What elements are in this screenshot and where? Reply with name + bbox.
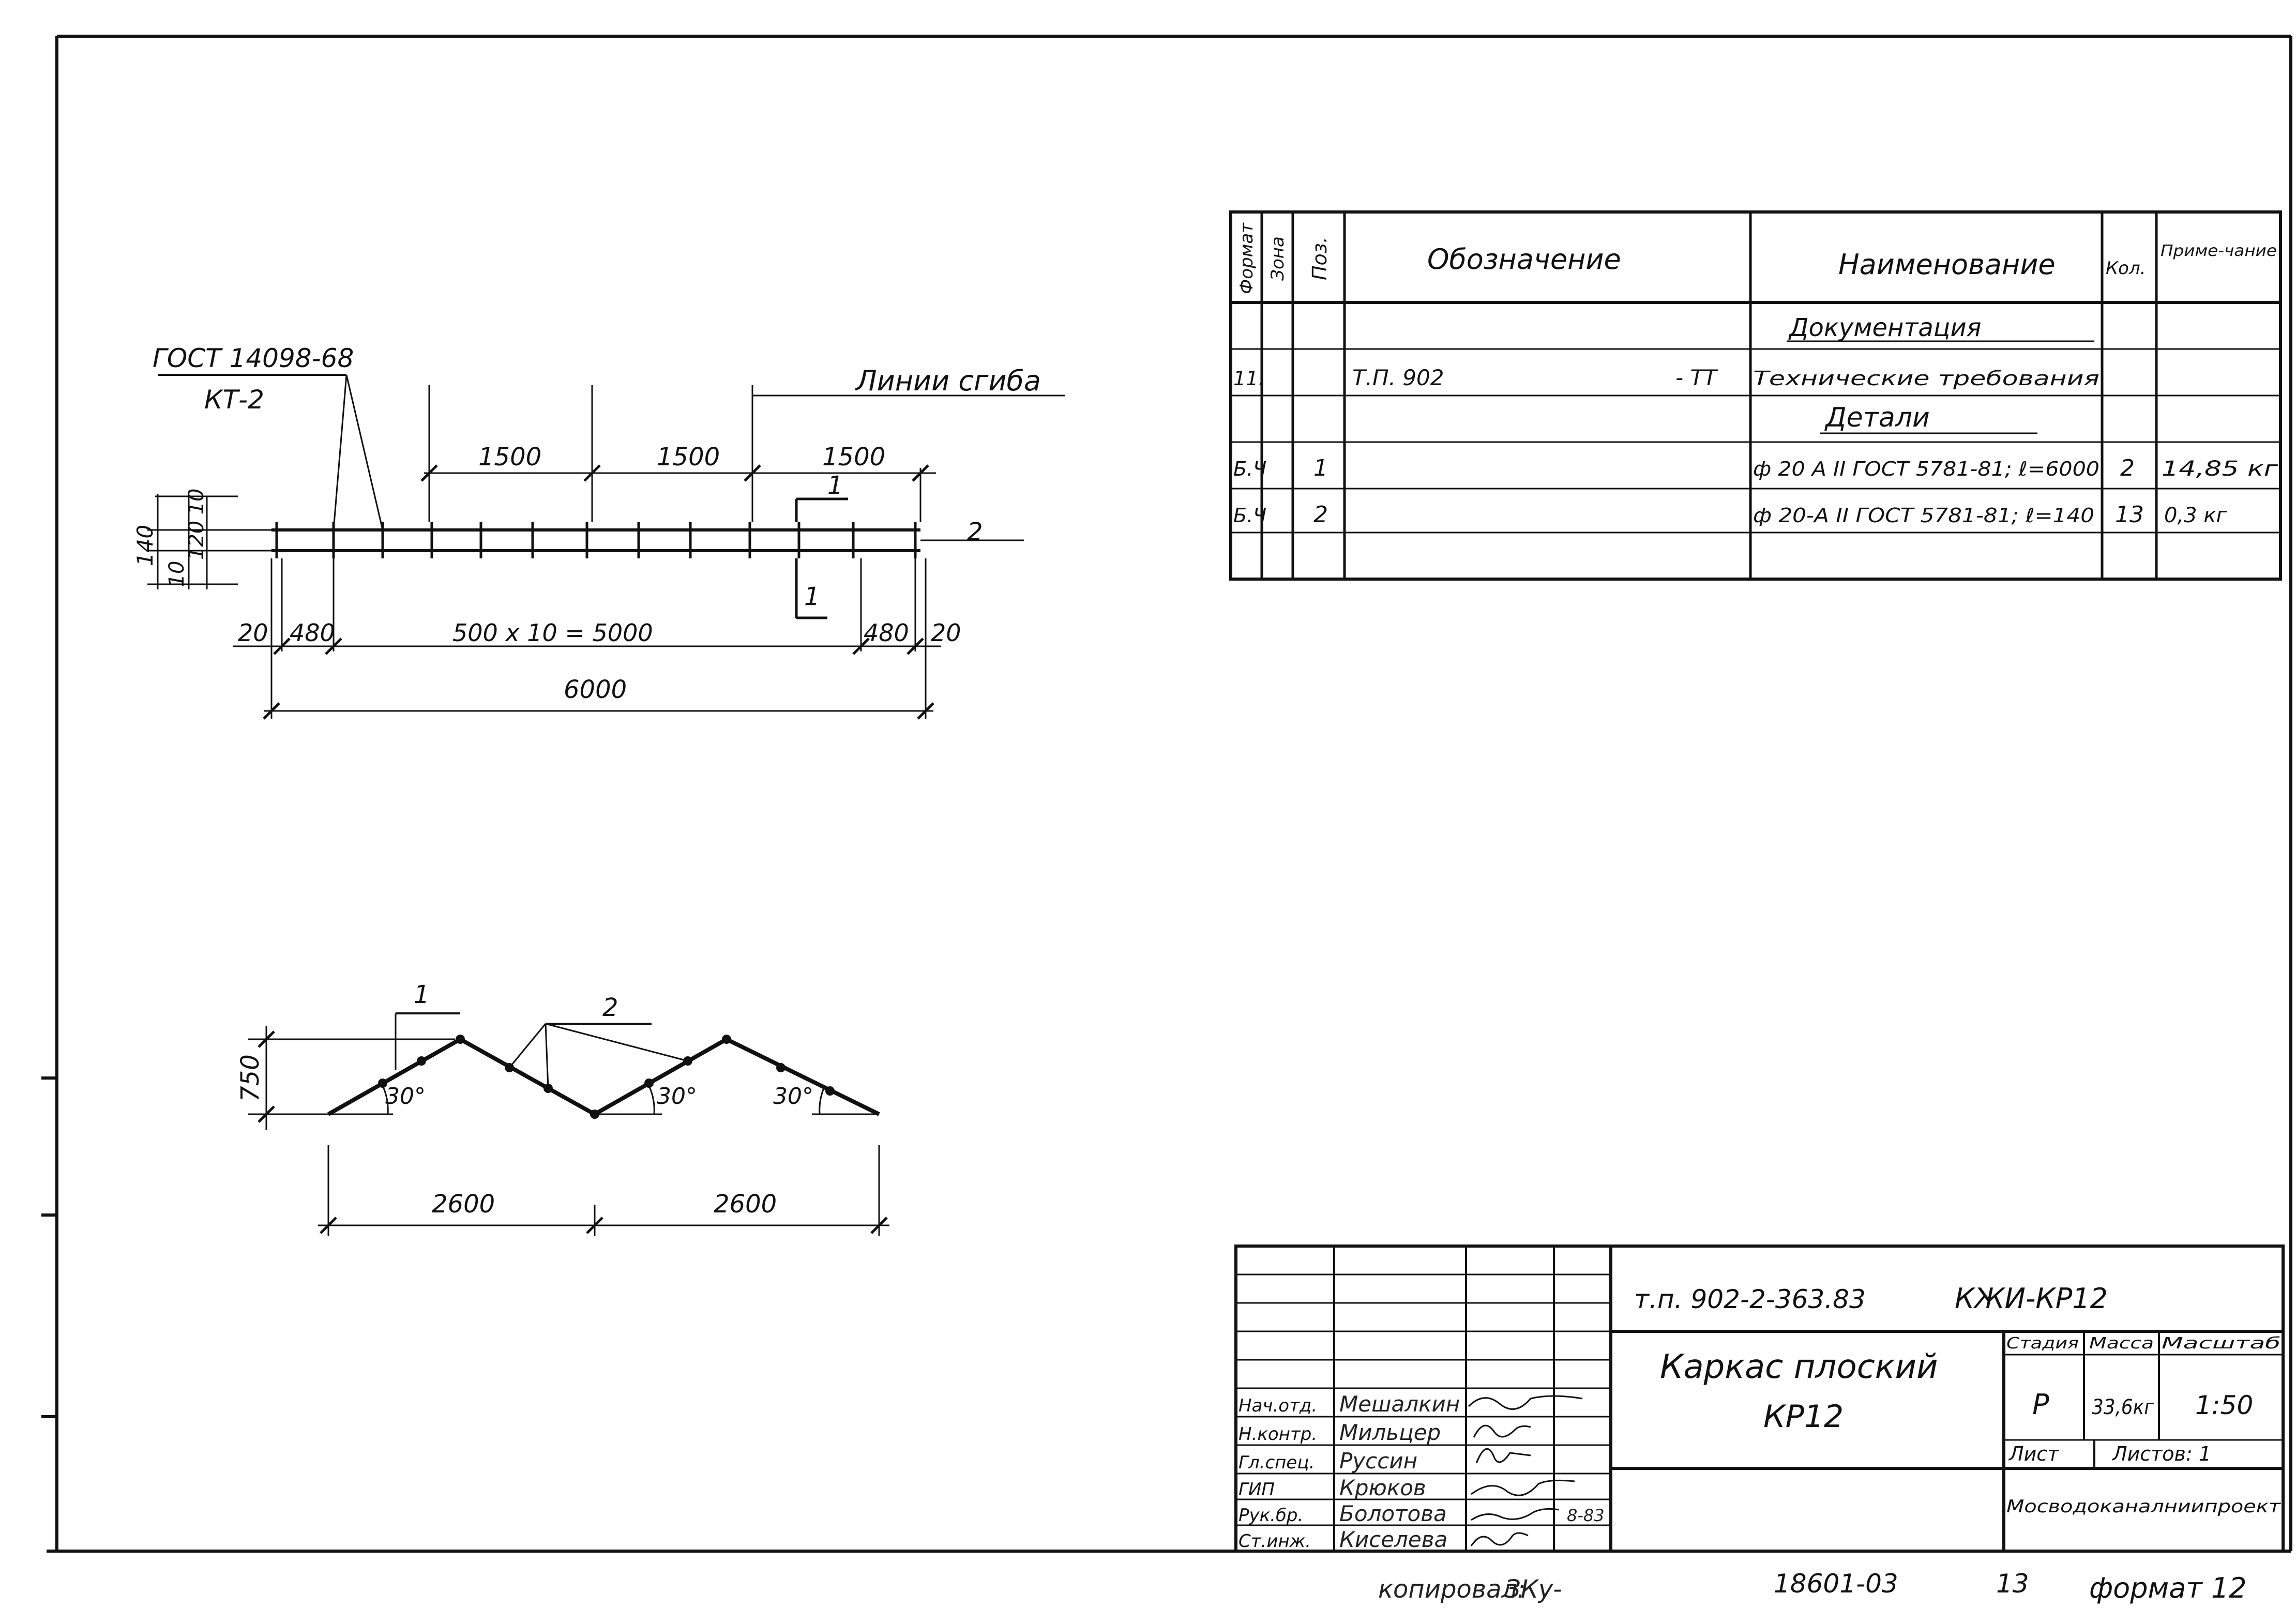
sign-date: 8-83 — [1567, 1506, 1605, 1525]
drawing-mark: КЖИ-КР12 — [1955, 1282, 2108, 1315]
staff-name-3: Руссин — [1339, 1448, 1417, 1474]
dim-edge-right: 20 — [931, 619, 961, 647]
row1-designation-suffix: - ТТ — [1675, 365, 1718, 390]
row3-format: Б.Ч — [1233, 504, 1266, 527]
dim-section-140: 140 — [132, 525, 158, 566]
staff-name-6: Киселева — [1339, 1527, 1447, 1552]
bent-angle-2: 30° — [657, 1083, 697, 1110]
bent-angle-1: 30° — [385, 1083, 426, 1110]
mass-label: Масса — [2089, 1334, 2154, 1353]
col-header-pos: Поз. — [1308, 237, 1331, 280]
staff-name-5: Болотова — [1339, 1501, 1447, 1526]
staff-role-1: Нач.отд. — [1238, 1395, 1317, 1416]
stage-label: Стадия — [2006, 1334, 2079, 1353]
organization: Мосводоканалниипроект — [2006, 1496, 2281, 1517]
scale-value: 1:50 — [2195, 1390, 2253, 1420]
staff-name-4: Крюков — [1339, 1475, 1426, 1500]
position-1-label: 1 — [827, 471, 843, 500]
dim-middle: 500 х 10 = 5000 — [452, 619, 653, 647]
scale-label: Масштаб — [2162, 1334, 2280, 1353]
drawing-title: Каркас плоский — [1660, 1348, 1938, 1386]
row2-format: Б.Ч — [1233, 458, 1266, 480]
dim-end-left: 480 — [290, 619, 335, 647]
bend-lines-label: Линии сгиба — [855, 365, 1041, 397]
staff-role-6: Ст.инж. — [1238, 1531, 1311, 1552]
col-header-name: Наименование — [1838, 248, 2056, 281]
weld-type-label: КТ-2 — [204, 385, 264, 415]
bent-span-1: 2600 — [432, 1190, 495, 1219]
row1-format: 11. — [1233, 367, 1264, 390]
dim-edge-left: 20 — [238, 619, 268, 647]
bent-height-dim: 750 — [236, 1054, 265, 1102]
bent-position-1: 1 — [414, 980, 430, 1009]
col-header-designation: Обозначение — [1427, 243, 1621, 276]
dim-top-2: 1500 — [657, 443, 720, 472]
stage-value: Р — [2032, 1388, 2049, 1421]
row3-pos: 2 — [1313, 502, 1328, 528]
row3-name: ф 20-А II ГОСТ 5781-81; ℓ=140 — [1753, 504, 2094, 527]
bent-span-2: 2600 — [714, 1190, 777, 1219]
col-header-note: Приме-чание — [2161, 242, 2277, 260]
position-2-label: 2 — [967, 518, 983, 547]
staff-name-2: Мильцер — [1339, 1420, 1441, 1445]
col-header-zone: Зона — [1267, 236, 1288, 281]
archive-number: 18601-03 — [1774, 1569, 1898, 1599]
dim-section-120: 120 — [185, 521, 208, 560]
drawing-title-mark: КР12 — [1763, 1399, 1844, 1435]
drawing-code: т.п. 902-2-363.83 — [1634, 1284, 1866, 1314]
signatures — [1468, 1395, 1583, 1546]
gost-reference: ГОСТ 14098-68 — [153, 343, 354, 373]
dim-section-10-bottom: 10 — [165, 561, 189, 587]
dim-top-3: 1500 — [822, 443, 885, 472]
bent-angle-3: 30° — [773, 1083, 813, 1110]
dim-end-right: 480 — [864, 619, 909, 647]
row2-qty: 2 — [2120, 455, 2135, 481]
bent-position-2: 2 — [602, 993, 618, 1022]
col-header-format: Формат — [1236, 222, 1257, 294]
row2-name: ф 20 А II ГОСТ 5781-81; ℓ=6000 — [1753, 458, 2099, 480]
sheet-number: 13 — [1996, 1569, 2029, 1599]
staff-role-2: Н.контр. — [1238, 1424, 1317, 1445]
copied-by-sign: ЗКу- — [1505, 1575, 1562, 1604]
dim-total: 6000 — [564, 675, 627, 704]
staff-name-1: Мешалкин — [1339, 1391, 1460, 1417]
sheets-count: Листов: 1 — [2111, 1443, 2211, 1465]
title-block — [1234, 1244, 2285, 1553]
row2-note: 14,85 кг — [2162, 457, 2278, 481]
bent-frame-drawing — [248, 1012, 889, 1236]
mass-value: 33,6кг — [2092, 1395, 2154, 1419]
row2-pos: 1 — [1313, 455, 1328, 481]
row3-qty: 13 — [2115, 502, 2144, 528]
dim-top-1: 1500 — [478, 443, 541, 472]
row1-designation: Т.П. 902 — [1352, 365, 1444, 390]
dim-section-10-top: 10 — [185, 489, 208, 515]
section-parts: Детали — [1824, 402, 1930, 433]
row3-note: 0,3 кг — [2164, 504, 2227, 527]
section-documentation: Документация — [1788, 313, 1982, 342]
specification-table — [1229, 210, 2282, 581]
sheet-label: Лист — [2008, 1443, 2060, 1465]
section-cut-label: 1 — [804, 582, 820, 611]
copied-by-label: копировал: — [1378, 1575, 1525, 1604]
format-label: формат 12 — [2089, 1572, 2247, 1604]
row1-name: Технические требования — [1753, 367, 2099, 390]
staff-role-4: ГИП — [1238, 1479, 1275, 1500]
flat-frame-drawing — [147, 374, 1065, 720]
staff-role-3: Гл.спец. — [1238, 1452, 1315, 1473]
staff-role-5: Рук.бр. — [1238, 1505, 1303, 1526]
col-header-qty: Кол. — [2106, 258, 2146, 279]
